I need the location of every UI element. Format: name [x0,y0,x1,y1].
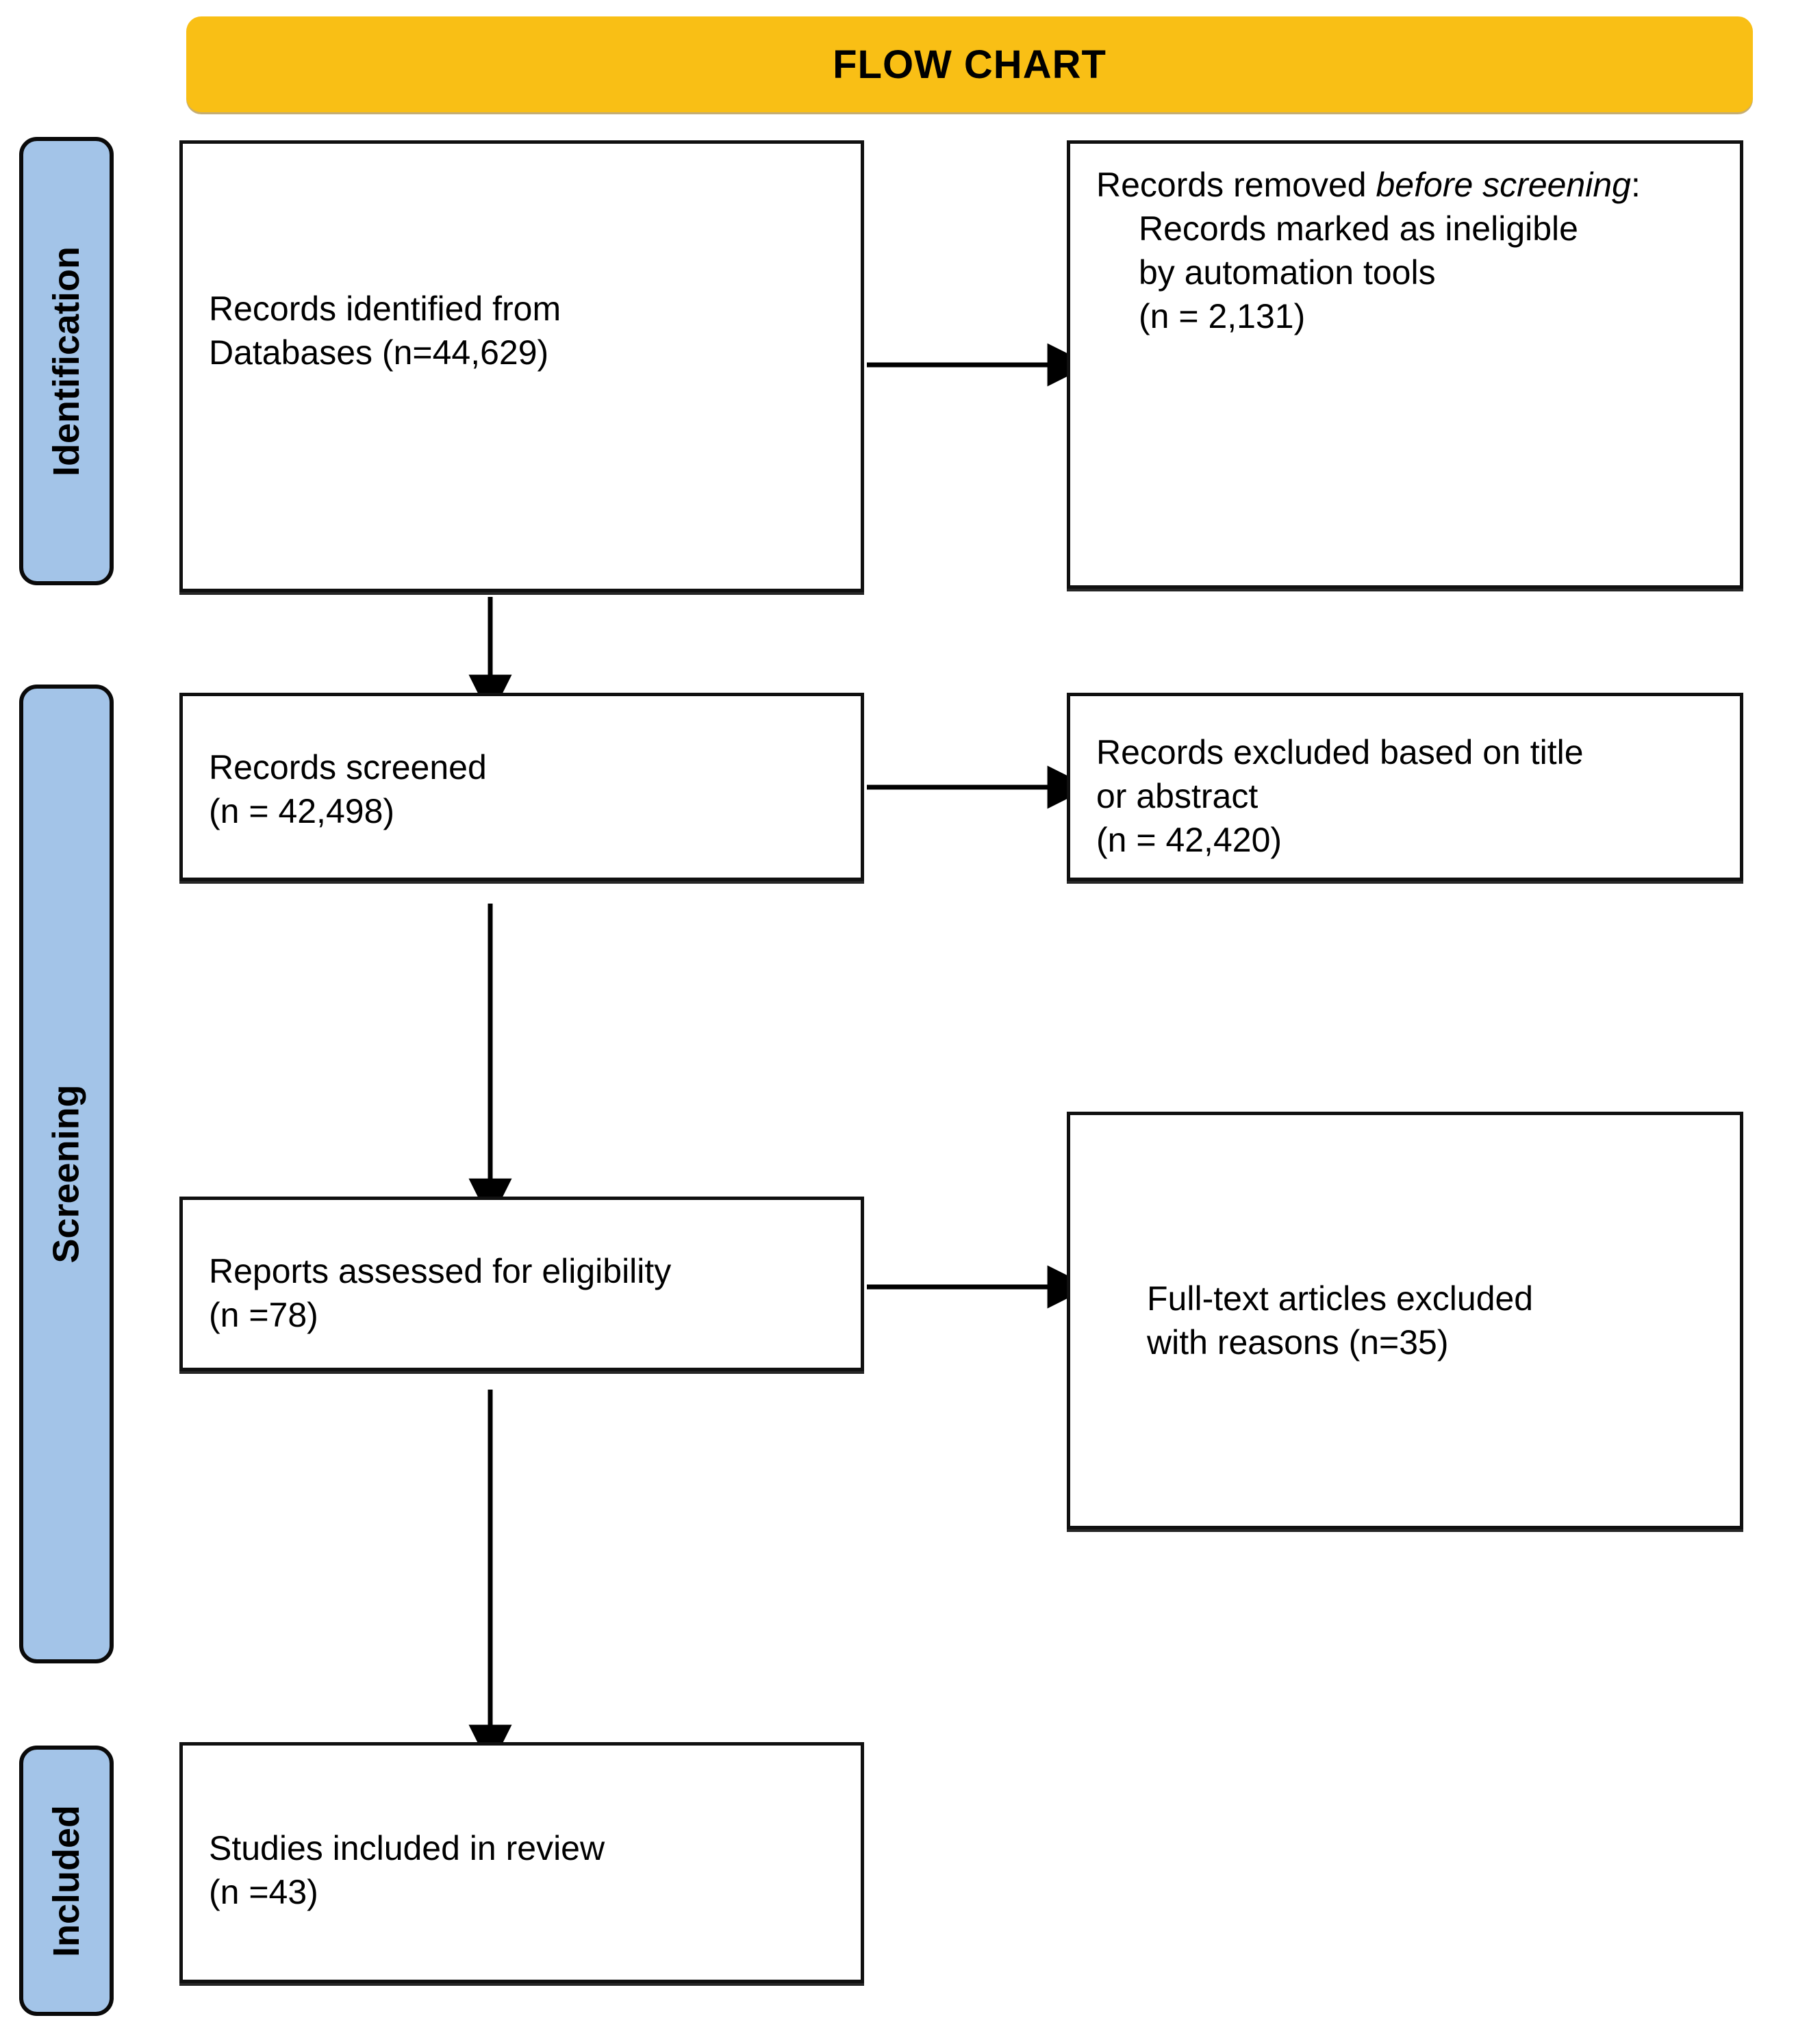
page-title: FLOW CHART [833,42,1106,87]
box-fulltext-articles-excluded: Full-text articles excluded with reasons… [1067,1112,1743,1529]
box-records-removed-lead: Records removed before screening: [1096,163,1726,207]
box-records-removed-lead-plain: Records removed [1096,166,1376,204]
box-records-excluded: Records excluded based on title or abstr… [1067,693,1743,881]
box-records-identified: Records identified from Databases (n=44,… [179,140,864,592]
box-records-removed-lead-colon: : [1630,166,1641,204]
box-records-identified-text: Records identified from Databases (n=44,… [209,287,847,374]
box-records-excluded-line2: or abstract [1096,777,1259,815]
box-studies-included-in-review: Studies included in review (n =43) [179,1742,864,1983]
box-fulltext-excluded-line1: Full-text articles excluded [1147,1279,1534,1318]
box-records-removed-line3: by automation tools [1139,253,1436,292]
box-fulltext-excluded-text: Full-text articles excluded with reasons… [1147,1277,1726,1364]
box-studies-included-text: Studies included in review (n =43) [209,1826,847,1914]
box-records-removed-lead-italic: before screening [1376,166,1631,204]
box-fulltext-excluded-line2: with reasons (n=35) [1147,1323,1449,1362]
box-records-excluded-line3: (n = 42,420) [1096,821,1282,859]
stage-label-included: Included [46,1804,88,1957]
box-records-screened-line1: Records screened [209,748,487,787]
box-records-removed-text: Records removed before screening: Record… [1096,163,1726,338]
box-records-removed-line4: (n = 2,131) [1139,297,1306,335]
box-reports-assessed-for-eligibility: Reports assessed for eligibility (n =78) [179,1197,864,1371]
box-studies-included-line2: (n =43) [209,1873,318,1911]
stage-bar-identification: Identification [19,137,114,585]
box-reports-assessed-text: Reports assessed for eligibility (n =78) [209,1249,847,1337]
box-records-removed: Records removed before screening: Record… [1067,140,1743,589]
stage-bar-included: Included [19,1746,114,2016]
stage-label-identification: Identification [46,246,87,476]
box-reports-assessed-line1: Reports assessed for eligibility [209,1252,672,1290]
box-records-removed-line2: Records marked as ineligible [1139,209,1578,248]
box-records-identified-line1: Records identified from [209,290,561,328]
box-records-excluded-text: Records excluded based on title or abstr… [1096,730,1726,862]
stage-label-screening: Screening [46,1084,87,1264]
box-records-screened-text: Records screened (n = 42,498) [209,745,847,833]
stage-bar-screening: Screening [19,685,114,1663]
box-records-identified-line2: Databases (n=44,629) [209,333,549,372]
box-records-excluded-line1: Records excluded based on title [1096,733,1584,771]
box-records-screened-line2: (n = 42,498) [209,792,395,830]
flow-chart-title-banner: FLOW CHART [186,16,1753,112]
box-reports-assessed-line2: (n =78) [209,1296,318,1334]
box-records-screened: Records screened (n = 42,498) [179,693,864,881]
box-studies-included-line1: Studies included in review [209,1829,605,1867]
